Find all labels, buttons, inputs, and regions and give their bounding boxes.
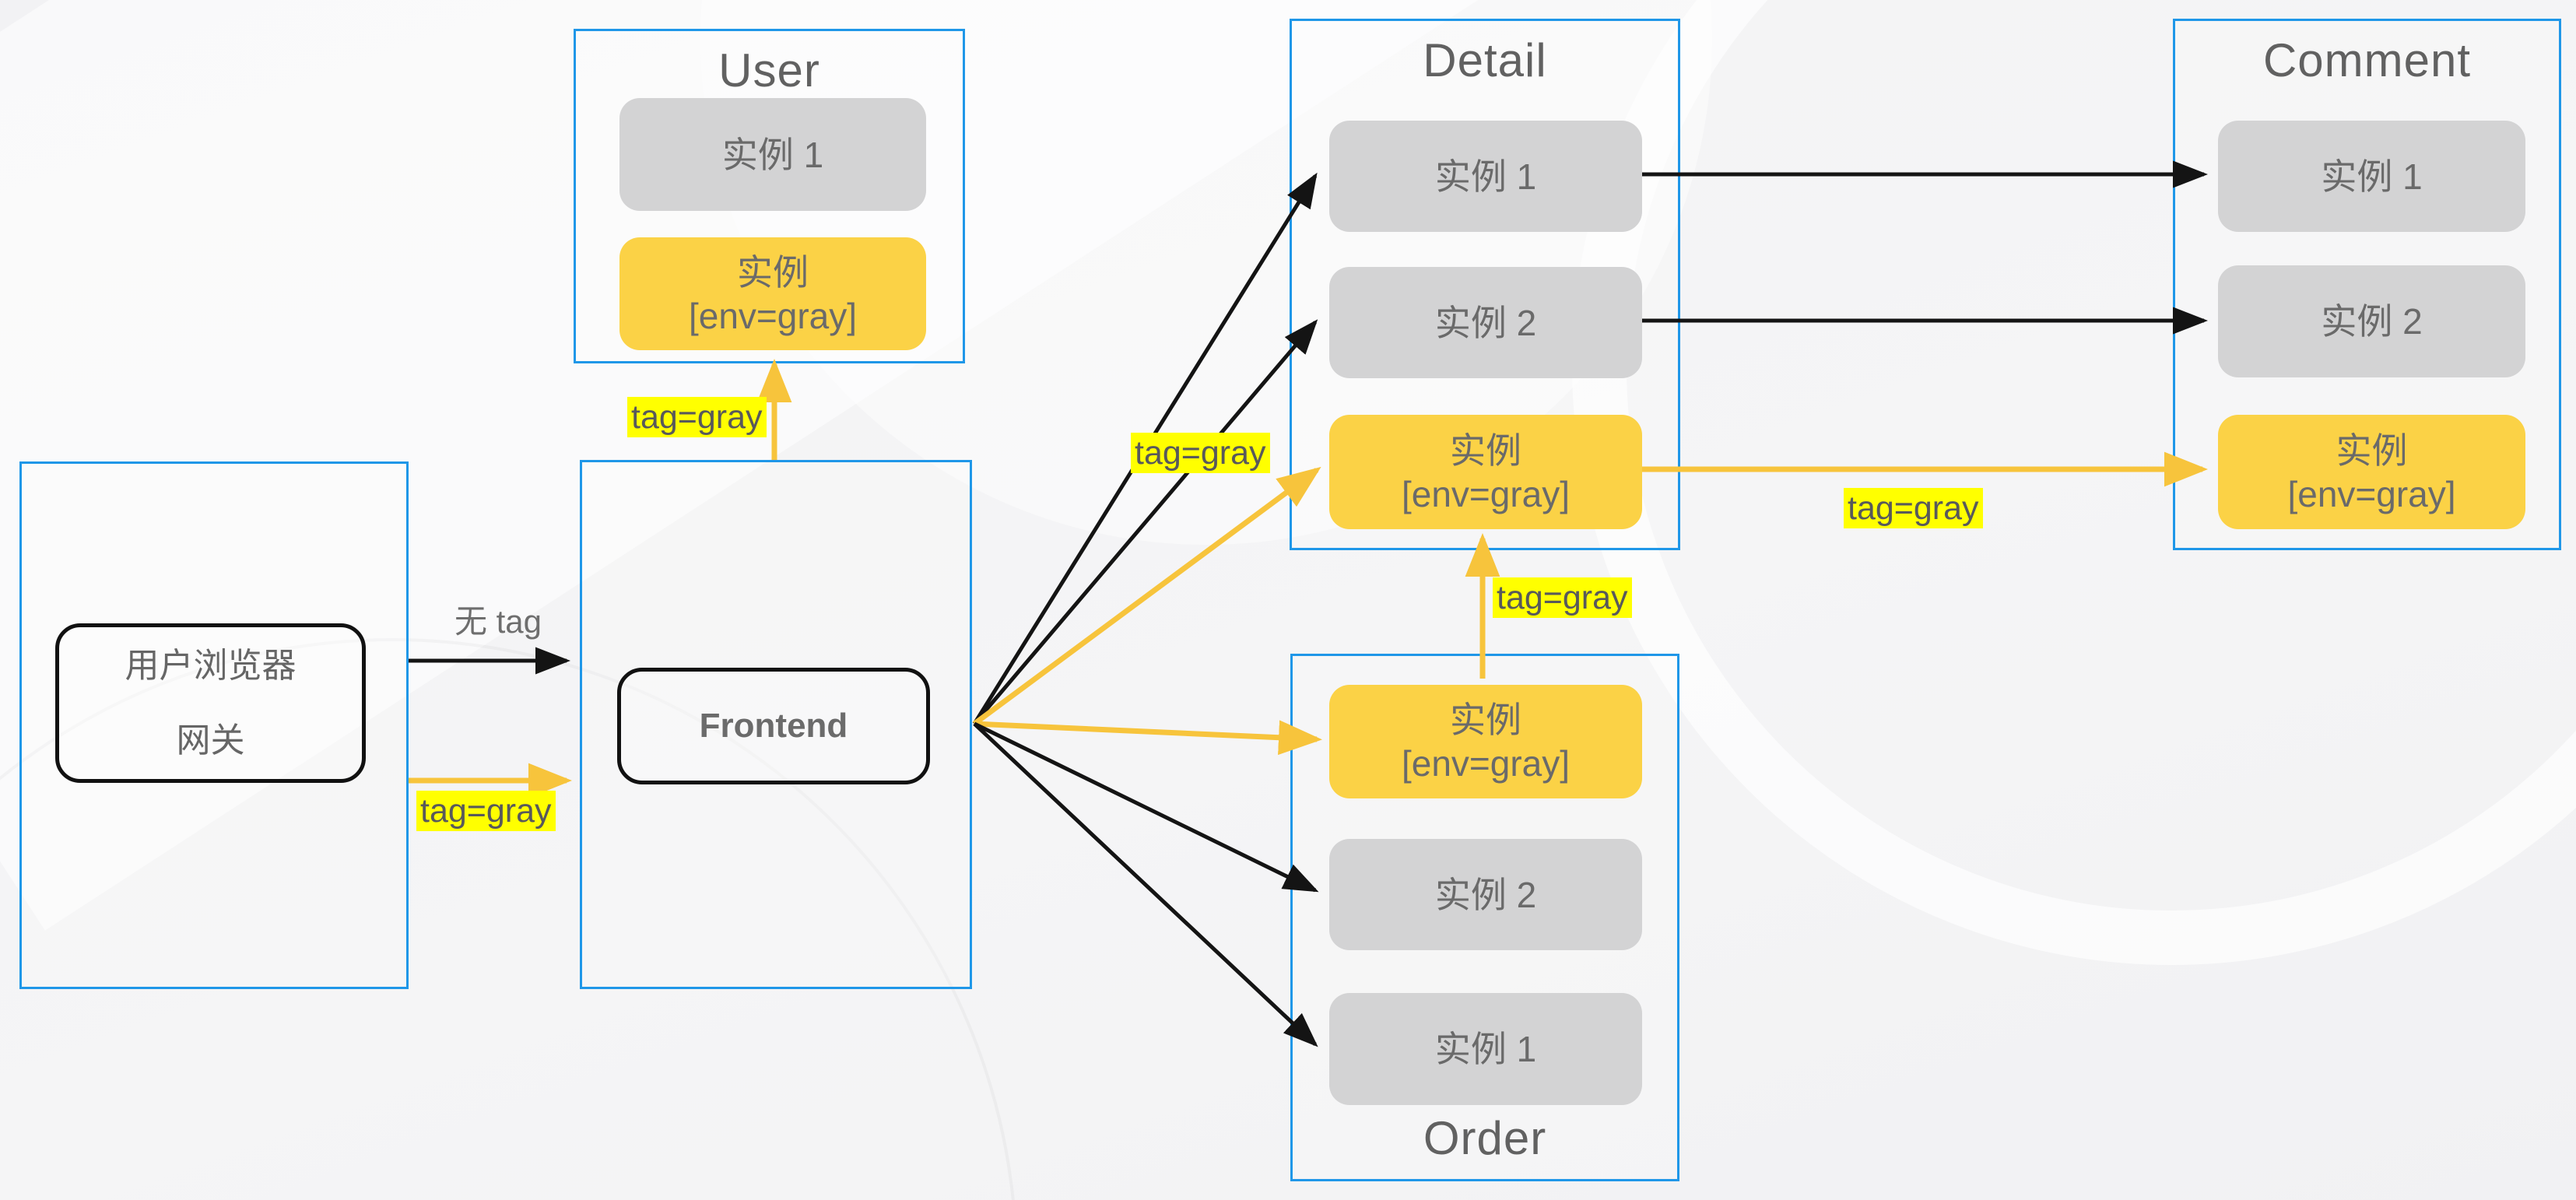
instance-box-comment-gray: 实例 [env=gray] bbox=[2218, 415, 2525, 529]
edge-label-tag-gray-user: tag=gray bbox=[627, 397, 767, 437]
instance-box-detail-gray: 实例 [env=gray] bbox=[1329, 415, 1642, 529]
group-title-detail: Detail bbox=[1423, 34, 1547, 86]
instance-box-order-2: 实例 2 bbox=[1329, 839, 1642, 950]
instance-label: 实例 2 bbox=[1434, 874, 1537, 915]
gateway-label-line1: 用户浏览器 bbox=[125, 646, 297, 685]
group-title-comment: Comment bbox=[2262, 34, 2472, 86]
instance-box-user-gray: 实例 [env=gray] bbox=[619, 237, 926, 350]
instance-env-tag: [env=gray] bbox=[1401, 473, 1571, 514]
edge-label-tag-gray-detail: tag=gray bbox=[1131, 433, 1270, 473]
instance-box-user-1: 实例 1 bbox=[619, 98, 926, 211]
group-frontend: Frontend bbox=[580, 460, 972, 989]
instance-label: 实例 bbox=[1450, 430, 1521, 471]
instance-label: 实例 1 bbox=[721, 134, 824, 175]
edge-frontend-order-1 bbox=[973, 722, 1318, 1047]
instance-box-detail-2: 实例 2 bbox=[1329, 267, 1642, 378]
instance-label: 实例 2 bbox=[1434, 302, 1537, 343]
edge-frontend-order-2 bbox=[973, 721, 1319, 893]
gateway-label-line2: 网关 bbox=[176, 721, 245, 760]
instance-label: 实例 1 bbox=[2321, 156, 2423, 197]
instance-label: 实例 bbox=[1450, 700, 1521, 740]
edge-frontend-order-gray bbox=[974, 720, 1322, 756]
instance-box-detail-1: 实例 1 bbox=[1329, 121, 1642, 232]
instance-box-order-1: 实例 1 bbox=[1329, 993, 1642, 1105]
instance-label: 实例 1 bbox=[1434, 1029, 1537, 1069]
instance-box-order-gray: 实例 [env=gray] bbox=[1329, 685, 1642, 798]
instance-label: 实例 1 bbox=[1434, 156, 1537, 197]
edge-label-tag-gray-comment: tag=gray bbox=[1844, 488, 1983, 528]
instance-box-comment-2: 实例 2 bbox=[2218, 265, 2525, 377]
edge-frontend-detail-gray bbox=[972, 466, 1321, 726]
group-user: User 实例 1 实例 [env=gray] bbox=[574, 29, 965, 363]
instance-label: 实例 bbox=[2336, 430, 2408, 471]
frontend-label: Frontend bbox=[699, 707, 848, 745]
edge-frontend-detail-2 bbox=[973, 319, 1318, 725]
edge-label-no-tag: 无 tag bbox=[454, 603, 542, 640]
instance-env-tag: [env=gray] bbox=[2287, 473, 2456, 514]
group-comment: Comment 实例 1 实例 2 实例 [env=gray] bbox=[2173, 19, 2561, 550]
instance-label: 实例 bbox=[737, 251, 809, 293]
instance-env-tag: [env=gray] bbox=[688, 295, 858, 336]
instance-env-tag: [env=gray] bbox=[1401, 743, 1571, 784]
edge-label-tag-gray-order-detail: tag=gray bbox=[1493, 577, 1632, 618]
group-gateway: 用户浏览器 网关 bbox=[19, 461, 409, 989]
edge-label-tag-gray-gateway: tag=gray bbox=[416, 791, 556, 831]
gateway-node: 用户浏览器 网关 bbox=[55, 623, 366, 783]
group-title-order: Order bbox=[1423, 1112, 1547, 1164]
group-detail: Detail 实例 1 实例 2 实例 [env=gray] bbox=[1290, 19, 1680, 550]
frontend-node: Frontend bbox=[617, 668, 930, 784]
group-title-user: User bbox=[718, 44, 820, 96]
instance-box-comment-1: 实例 1 bbox=[2218, 121, 2525, 232]
group-order: Order 实例 [env=gray] 实例 2 实例 1 bbox=[1290, 654, 1679, 1181]
instance-label: 实例 2 bbox=[2321, 301, 2423, 342]
